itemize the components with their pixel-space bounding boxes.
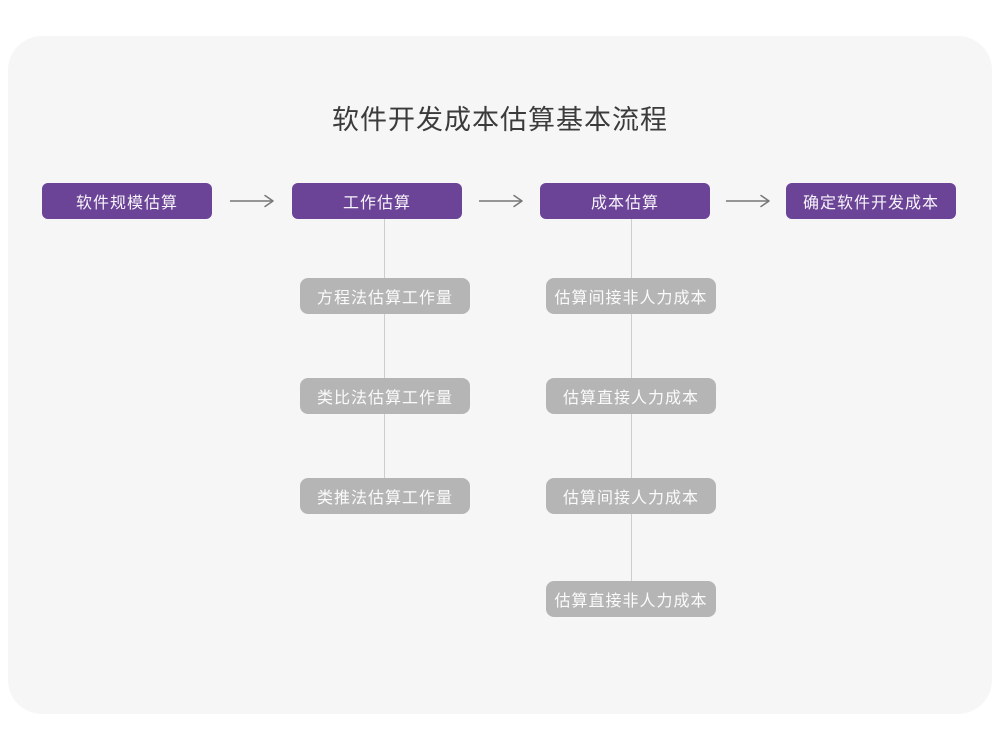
substep-label: 类比法估算工作量 — [316, 390, 453, 407]
connector-line-work-estimation — [384, 219, 385, 497]
substep-node-direct-labor-cost: 估算直接人力成本 — [546, 378, 716, 414]
flow-arrow-icon — [229, 194, 275, 208]
stage-node-cost-estimation: 成本估算 — [540, 183, 710, 219]
substep-label: 估算直接非人力成本 — [554, 593, 708, 610]
substep-label: 估算间接人力成本 — [562, 490, 699, 507]
substep-node-equation-method: 方程法估算工作量 — [300, 278, 470, 314]
stage-node-software-scale-estimation: 软件规模估算 — [42, 183, 212, 219]
substep-label: 估算直接人力成本 — [562, 390, 699, 407]
stage-node-work-estimation: 工作估算 — [292, 183, 462, 219]
flowchart-canvas: 软件开发成本估算基本流程 软件规模估算 工作估算 成本估算 — [8, 36, 992, 714]
substep-node-indirect-labor-cost: 估算间接人力成本 — [546, 478, 716, 514]
stage-node-determine-dev-cost: 确定软件开发成本 — [786, 183, 956, 219]
substep-label: 类推法估算工作量 — [316, 490, 453, 507]
substep-label: 方程法估算工作量 — [316, 290, 453, 307]
stage-label: 成本估算 — [590, 195, 659, 212]
diagram-title: 软件开发成本估算基本流程 — [332, 105, 668, 135]
stage-label: 软件规模估算 — [75, 195, 178, 212]
stage-label: 工作估算 — [342, 195, 411, 212]
substep-node-extrapolation-method: 类推法估算工作量 — [300, 478, 470, 514]
substep-node-analogy-method: 类比法估算工作量 — [300, 378, 470, 414]
substep-node-direct-nonlabor-cost: 估算直接非人力成本 — [546, 581, 716, 617]
substep-node-indirect-nonlabor-cost: 估算间接非人力成本 — [546, 278, 716, 314]
substep-label: 估算间接非人力成本 — [554, 290, 708, 307]
stage-label: 确定软件开发成本 — [802, 195, 939, 212]
flow-arrow-icon — [478, 194, 524, 208]
flow-arrow-icon — [725, 194, 771, 208]
